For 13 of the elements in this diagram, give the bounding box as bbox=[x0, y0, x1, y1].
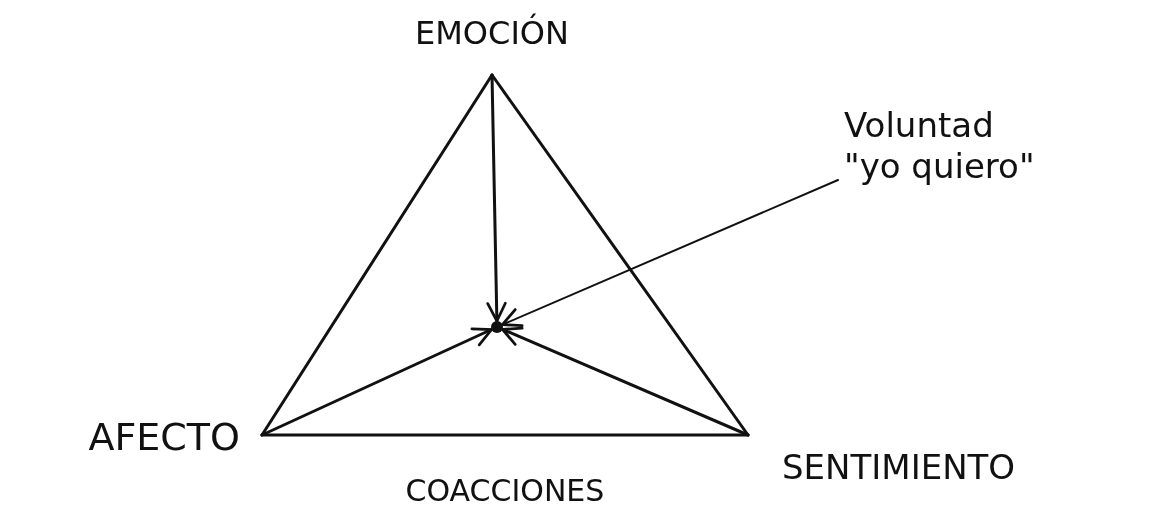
vertex-label: SENTIMIENTO bbox=[782, 447, 1017, 488]
leader-line bbox=[501, 179, 839, 328]
triangle-side bbox=[490, 73, 750, 437]
vertex-label: EMOCIÓN bbox=[414, 14, 570, 53]
vertex-label: Voluntad bbox=[844, 105, 995, 146]
arrow bbox=[260, 327, 494, 437]
triangle-side bbox=[260, 433, 750, 437]
vertex-label: AFECTO bbox=[87, 415, 240, 461]
arrow bbox=[501, 326, 750, 437]
triangle-side bbox=[260, 73, 494, 437]
center-dot bbox=[491, 321, 503, 333]
quote-text: "yo quiero" bbox=[844, 145, 1036, 187]
arrow bbox=[486, 73, 507, 323]
